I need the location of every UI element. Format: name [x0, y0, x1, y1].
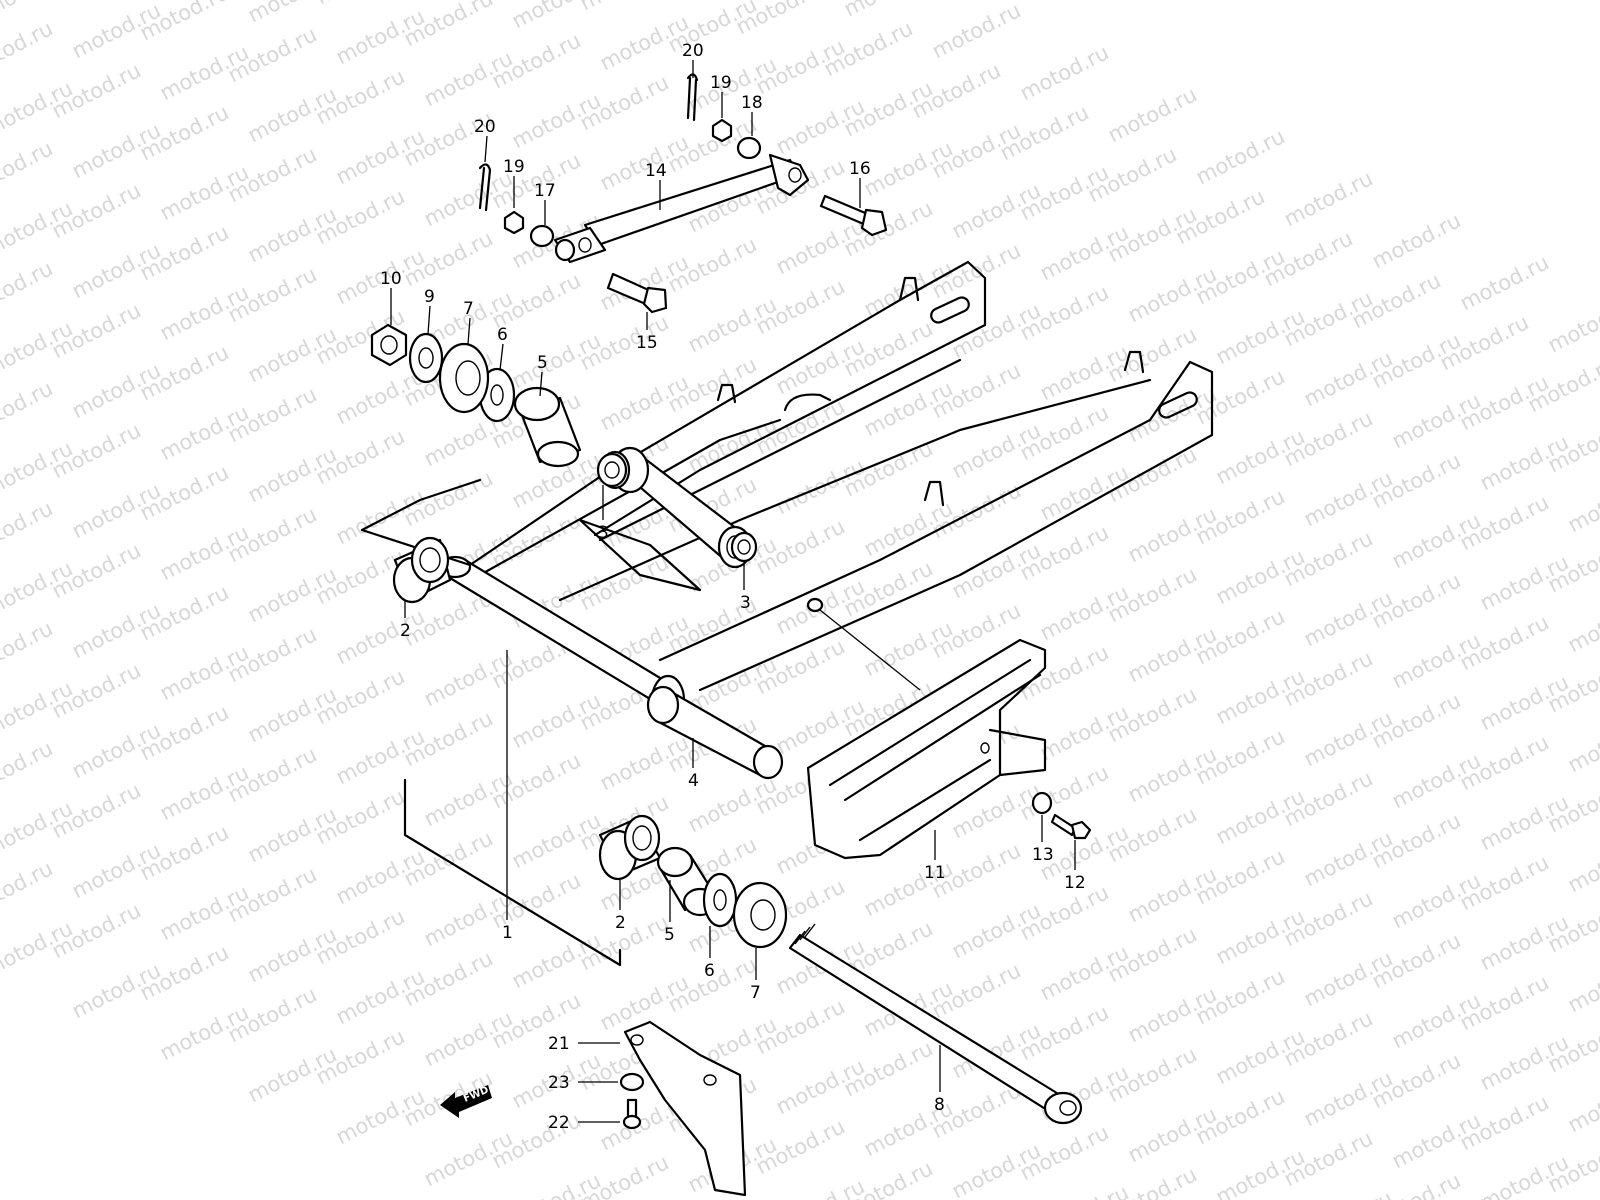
bearing-part-3a	[596, 452, 628, 488]
cap-part-7-upper	[438, 342, 490, 414]
nut-part-19-upper	[711, 118, 733, 143]
callout-2: 2	[615, 913, 626, 933]
spacer-part-4	[646, 685, 784, 780]
sleeve-part-5-lower	[656, 846, 718, 917]
callout-5: 5	[537, 353, 548, 373]
callout-6: 6	[497, 325, 508, 345]
callout-3: 3	[740, 593, 751, 613]
callout-2: 2	[400, 621, 411, 641]
nut-part-10	[370, 323, 408, 367]
callout-7: 7	[463, 299, 474, 319]
washer-part-23	[619, 1072, 645, 1092]
callout-15: 15	[636, 333, 658, 353]
bearing-part-2-upper	[392, 536, 452, 604]
callout-16: 16	[849, 159, 871, 179]
bearing-part-2-lower	[598, 814, 662, 881]
callout-20: 20	[682, 41, 704, 61]
callout-7: 7	[750, 983, 761, 1003]
bolt-part-12	[1050, 813, 1092, 840]
screw-part-22	[622, 1098, 642, 1130]
callout-8: 8	[934, 1095, 945, 1115]
pivot-shaft-part-8	[788, 923, 1083, 1125]
chain-guide-part-11	[806, 638, 1047, 860]
sleeve-part-5-upper	[513, 386, 582, 468]
callout-4: 4	[688, 771, 699, 791]
callout-11: 11	[924, 863, 946, 883]
callout-23: 23	[548, 1073, 570, 1093]
forward-arrow-icon: FWD	[440, 1085, 492, 1118]
washer-part-18	[736, 136, 762, 160]
bolt-part-15	[606, 272, 668, 314]
collar-part-13	[1031, 791, 1053, 815]
nut-part-19-lower	[503, 210, 525, 235]
washer-part-17	[529, 224, 555, 248]
callout-5: 5	[664, 925, 675, 945]
cotter-pin-part-20-lower	[478, 163, 492, 212]
callout-6: 6	[704, 961, 715, 981]
callout-14: 14	[645, 161, 667, 181]
leader-lines	[390, 60, 1076, 1123]
swingarm-part	[360, 260, 1214, 967]
callout-9: 9	[424, 287, 435, 307]
callout-labels: 20 19 18 20 19 17 14 16 15 10 9 7 6 5 3 …	[380, 41, 1086, 1133]
callout-22: 22	[548, 1113, 570, 1133]
grommet-upper	[806, 597, 824, 613]
callout-12: 12	[1064, 873, 1086, 893]
callout-19: 19	[710, 73, 732, 93]
callout-21: 21	[548, 1034, 570, 1054]
bearing-part-3b	[730, 531, 758, 563]
callout-17: 17	[534, 181, 556, 201]
bolt-part-16	[819, 194, 888, 237]
torque-rod-part-14	[553, 153, 810, 264]
callout-1: 1	[502, 923, 513, 943]
callout-3: 3	[598, 523, 609, 543]
callout-13: 13	[1032, 845, 1054, 865]
guard-part-21	[623, 1020, 747, 1197]
callout-10: 10	[380, 269, 402, 289]
washer-part-9	[408, 332, 444, 384]
callout-20: 20	[474, 117, 496, 137]
washer-part-6-lower	[702, 872, 738, 928]
callout-18: 18	[741, 93, 763, 113]
cap-part-7-lower	[732, 881, 788, 949]
cotter-pin-part-20-upper	[686, 73, 699, 122]
callout-19: 19	[503, 157, 525, 177]
